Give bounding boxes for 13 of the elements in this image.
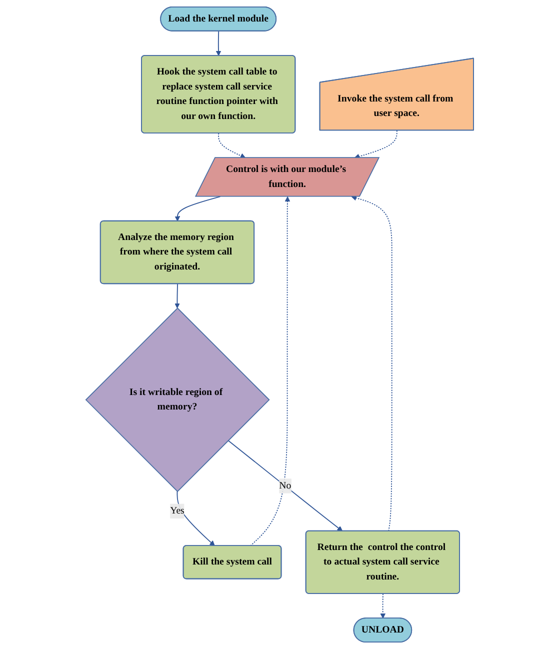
arrow [174,196,221,222]
arrow [228,440,342,532]
arrow [216,30,221,56]
arrow [351,195,392,532]
edge-label: No [278,480,291,491]
arrow [354,130,398,160]
arrow [176,490,215,546]
node-diamond: Is it writable region of memory? [85,308,270,492]
arrow [218,132,246,158]
edge-label: Yes [170,506,184,516]
arrow [380,593,386,619]
arrow [174,283,180,308]
arrow [250,196,290,546]
